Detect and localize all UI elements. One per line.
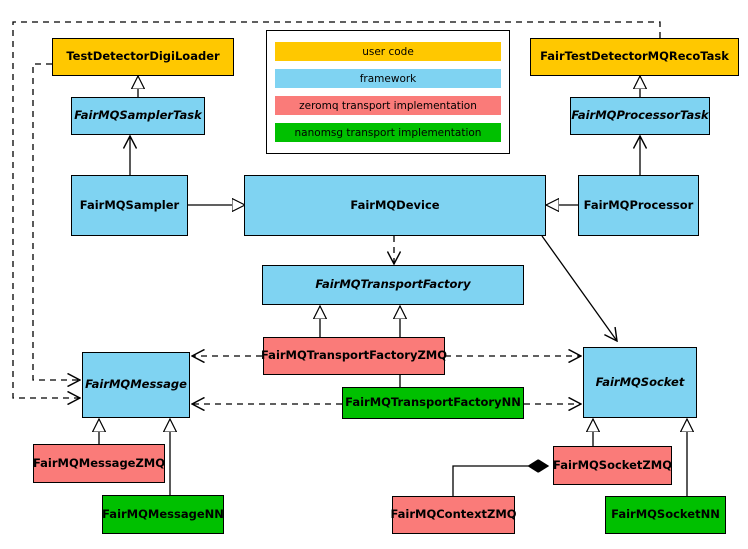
class-box-FairMQSocketNN[interactable]: FairMQSocketNN — [605, 496, 726, 534]
class-name-label: FairMQSocketNN — [611, 507, 720, 522]
class-box-TestDetectorDigiLoader[interactable]: TestDetectorDigiLoader — [52, 38, 234, 76]
class-name-label: FairMQTransportFactoryZMQ — [261, 348, 448, 363]
class-name-label: FairMQDevice — [350, 197, 440, 212]
legend-item-user-code: user code — [275, 42, 501, 61]
class-box-FairMQProcessor[interactable]: FairMQProcessor — [578, 175, 699, 236]
class-name-label: FairMQMessage — [85, 377, 187, 392]
class-box-FairMQSamplerTask[interactable]: FairMQSamplerTask — [71, 97, 205, 135]
class-box-FairMQDevice[interactable]: FairMQDevice — [244, 175, 546, 236]
legend-item-zeromq: zeromq transport implementation — [275, 96, 501, 115]
class-box-FairMQProcessorTask[interactable]: FairMQProcessorTask — [570, 97, 710, 135]
class-box-FairMQSocket[interactable]: FairMQSocket — [583, 347, 697, 418]
class-name-label: FairMQProcessor — [583, 197, 694, 212]
class-name-label: TestDetectorDigiLoader — [66, 49, 220, 64]
edge-device-socket — [541, 235, 617, 341]
legend-item-nanomsg: nanomsg transport implementation — [275, 123, 501, 142]
legend-item-framework: framework — [275, 69, 501, 88]
legend-label-framework: framework — [359, 72, 417, 85]
class-name-label: FairMQSocketZMQ — [553, 457, 672, 472]
class-name-label: FairMQMessageNN — [102, 506, 224, 521]
class-box-FairMQMessage[interactable]: FairMQMessage — [82, 352, 190, 418]
legend-label-user-code: user code — [362, 45, 414, 58]
class-box-FairMQTransportFactory[interactable]: FairMQTransportFactory — [262, 265, 524, 305]
class-name-label: FairMQSocket — [595, 374, 685, 389]
class-box-FairTestDetectorMQRecoTask[interactable]: FairTestDetectorMQRecoTask — [530, 38, 739, 76]
class-name-label: FairMQSamplerTask — [74, 108, 202, 123]
class-box-FairMQSampler[interactable]: FairMQSampler — [71, 175, 188, 236]
legend-label-zeromq: zeromq transport implementation — [299, 99, 477, 112]
class-box-FairMQContextZMQ[interactable]: FairMQContextZMQ — [390, 496, 517, 534]
class-name-label: FairMQTransportFactory — [315, 277, 471, 292]
class-name-label: FairMQContextZMQ — [390, 507, 517, 522]
class-name-label: FairMQTransportFactoryNN — [345, 395, 521, 410]
legend-label-nanomsg: nanomsg transport implementation — [294, 126, 482, 139]
class-name-label: FairMQMessageZMQ — [32, 455, 166, 470]
class-name-label: FairMQSampler — [79, 197, 180, 212]
class-name-label: FairMQProcessorTask — [571, 108, 709, 123]
class-box-FairMQMessageNN[interactable]: FairMQMessageNN — [102, 495, 224, 534]
class-box-FairMQTransportFactoryNN[interactable]: FairMQTransportFactoryNN — [342, 387, 524, 419]
legend-panel: user code framework zeromq transport imp… — [266, 30, 510, 154]
class-box-FairMQSocketZMQ[interactable]: FairMQSocketZMQ — [553, 446, 672, 485]
class-box-FairMQMessageZMQ[interactable]: FairMQMessageZMQ — [33, 444, 165, 483]
class-name-label: FairTestDetectorMQRecoTask — [540, 49, 729, 64]
class-box-FairMQTransportFactoryZMQ[interactable]: FairMQTransportFactoryZMQ — [261, 337, 448, 375]
